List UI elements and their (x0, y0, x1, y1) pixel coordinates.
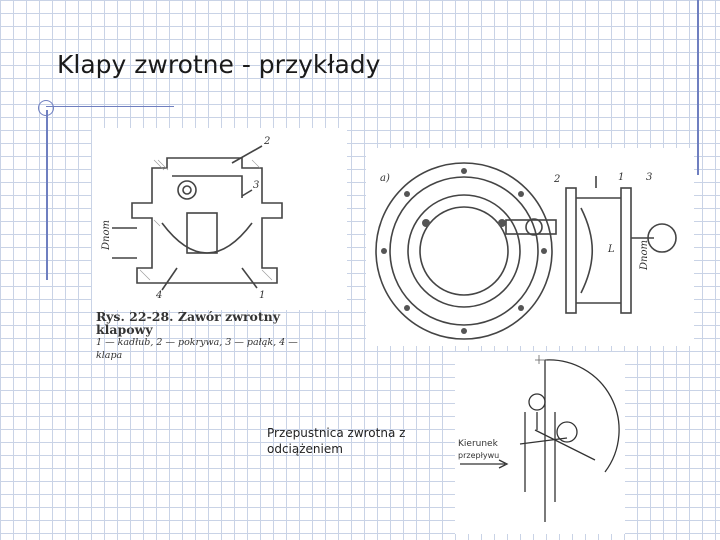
figure2-label-1: 1 (618, 172, 624, 183)
figure2-label-dnom: Dnom (639, 240, 650, 271)
slide-title: Klapy zwrotne - przykłady (57, 50, 381, 79)
figure1-legend: 1 — kadłub, 2 — pokrywa, 3 — pałąk, 4 — … (96, 337, 298, 361)
decorative-rule-left (46, 110, 48, 280)
figure1-label-3: 3 (253, 180, 259, 191)
decorative-rule-right (697, 0, 699, 175)
figure3-note: Przepustnica zwrotna z odciążeniem (267, 426, 406, 456)
figure3-label-flow: przepływu (458, 451, 499, 460)
figure3-label-direction: Kierunek (458, 439, 499, 449)
flanged-valve-drawing: a) 2 1 3 L Dnom (375, 162, 677, 340)
figure1-caption-block: Rys. 22-28. Zawór zwrotny klapowy 1 — ka… (96, 310, 311, 362)
figure1-label-2: 2 (263, 136, 270, 147)
decorative-rule-top (46, 106, 174, 107)
figure-flanged-valve: a) 2 1 3 L Dnom (366, 148, 694, 346)
figure-counterweight-schematic: Kierunek przepływu (455, 352, 625, 534)
figure1-label-1: 1 (259, 290, 265, 301)
figure-check-valve: 2 3 4 1 Dnom (92, 128, 347, 310)
figure1-label-4: 4 (155, 290, 162, 301)
figure1-label-dnom: Dnom (101, 220, 112, 251)
decorative-circle (38, 100, 54, 116)
figure2-label-l: L (607, 244, 615, 255)
check-valve-drawing: 2 3 4 1 Dnom (101, 136, 283, 301)
figure1-caption: Rys. 22-28. Zawór zwrotny klapowy (96, 309, 281, 337)
figure2-label-2: 2 (553, 174, 560, 185)
counterweight-schematic-drawing: Kierunek przepływu (458, 355, 620, 522)
figure2-label-3: 3 (646, 172, 652, 183)
figure2-label-a: a) (380, 173, 390, 184)
